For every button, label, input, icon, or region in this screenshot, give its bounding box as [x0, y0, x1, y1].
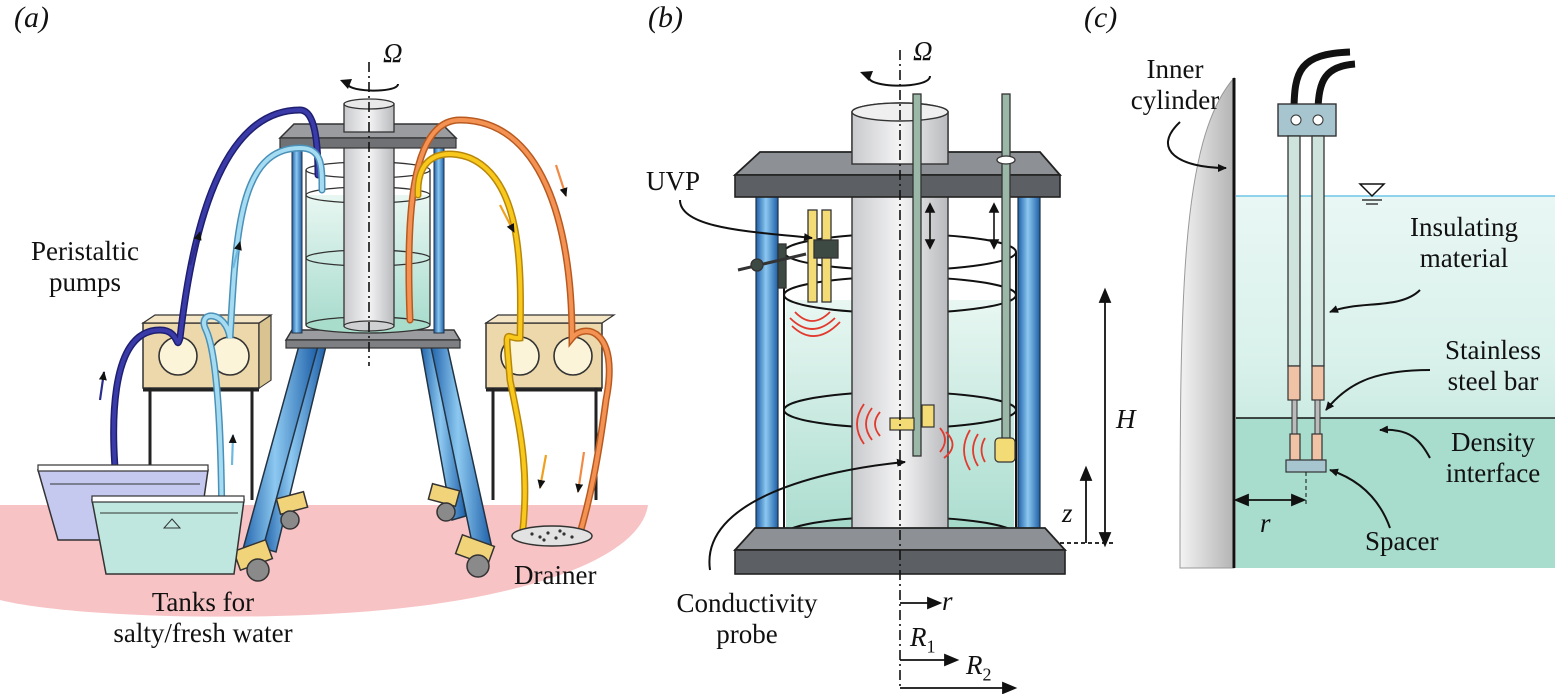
pump-stand-right	[484, 314, 616, 500]
spacer-block	[1285, 459, 1327, 473]
drainer	[511, 525, 593, 547]
panel-a	[0, 62, 648, 617]
radius-arrows	[900, 596, 1018, 694]
flow-arrows	[98, 164, 586, 493]
height-dimension	[1060, 287, 1115, 548]
R2-label: R2	[966, 650, 992, 685]
density-interface-label: Density interface	[1445, 427, 1541, 488]
panel-c	[1167, 48, 1555, 569]
uvp-label: UVP	[646, 166, 701, 196]
inner-cylinder-label: Inner cylinder	[1130, 54, 1220, 115]
rotation-arrow-a	[347, 81, 399, 92]
pump-head	[553, 336, 593, 376]
r-label-c: r	[1260, 508, 1271, 538]
conductivity-probe-label: Conductivity probe	[676, 588, 818, 649]
inner-cylinder-wall	[1179, 76, 1235, 569]
water-tanks	[37, 464, 245, 575]
sound-waves	[789, 311, 986, 471]
traverse-arrows	[924, 202, 1000, 250]
conductivity-probe-head	[889, 417, 915, 431]
r-label-b: r	[942, 586, 953, 616]
tanks-label: Tanks for salty/fresh water	[113, 587, 293, 648]
insulating-material-label: Insulating material	[1410, 212, 1518, 273]
stainless-steel-label: Stainless steel bar	[1444, 335, 1541, 396]
uvp-assembly	[737, 209, 839, 303]
panel-label-b: (b)	[648, 1, 683, 34]
drainer-label: Drainer	[514, 560, 597, 590]
R1-label: R1	[910, 622, 936, 657]
spacer-label: Spacer	[1365, 526, 1439, 556]
probe-head-block	[1277, 103, 1337, 137]
height-label: H	[1116, 404, 1136, 434]
omega-label-b: Ω	[913, 36, 933, 66]
panel-b	[679, 50, 1115, 694]
z-label: z	[1062, 498, 1073, 528]
panel-label-c: (c)	[1084, 1, 1118, 34]
omega-label-a: Ω	[383, 38, 403, 68]
panel-label-a: (a)	[14, 1, 49, 34]
tubes	[110, 106, 613, 559]
casters	[232, 482, 496, 582]
peristaltic-pumps-label: Peristaltic pumps	[31, 236, 139, 297]
pump-stand-left	[141, 314, 273, 500]
